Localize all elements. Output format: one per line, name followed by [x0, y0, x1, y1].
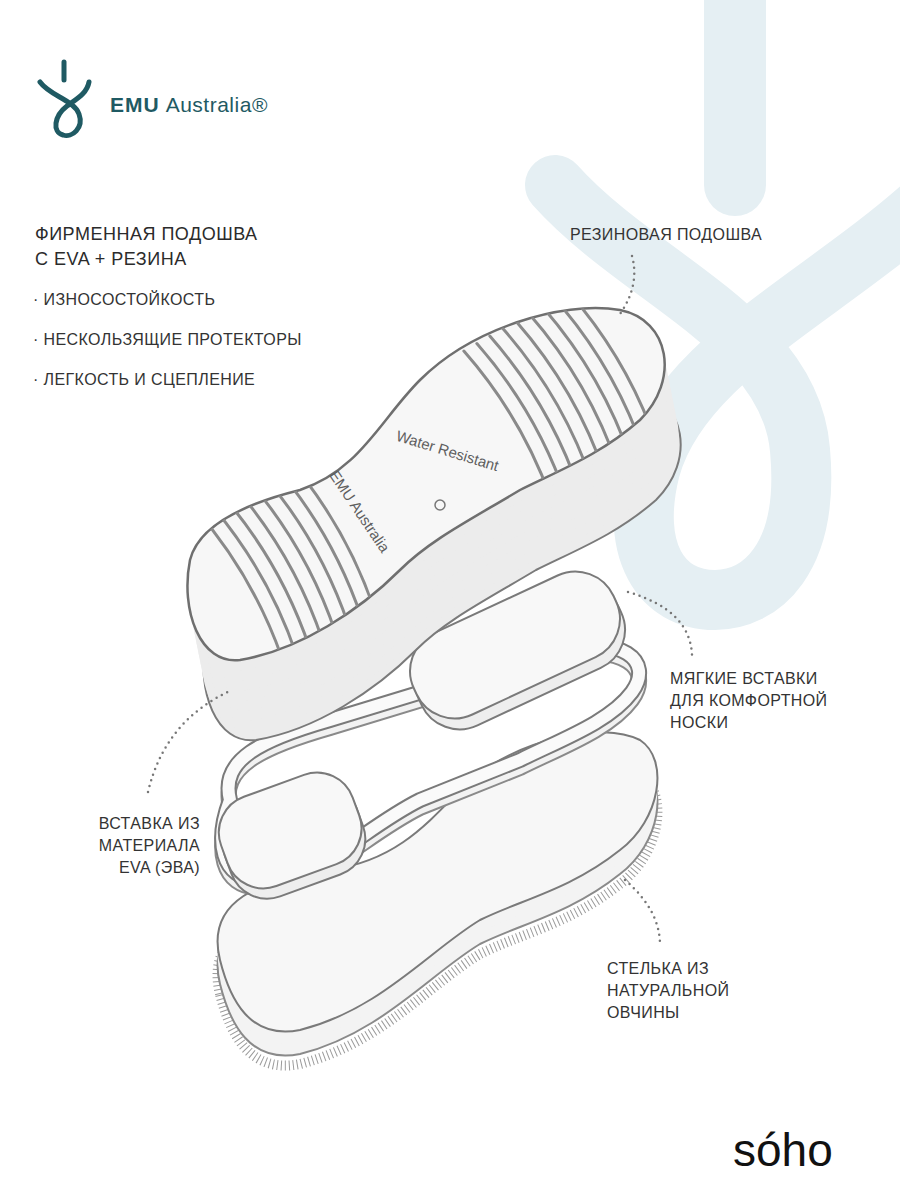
- brand-name: Australia®: [166, 90, 268, 119]
- feature-bullet: · НЕСКОЛЬЗЯЩИЕ ПРОТЕКТОРЫ: [33, 329, 302, 351]
- part-label: РЕЗИНОВАЯ ПОДОШВА: [570, 224, 762, 246]
- eva-pad: [208, 762, 376, 909]
- brand-name: EMU: [110, 90, 160, 119]
- brand-icon: [40, 62, 89, 136]
- feature-heading: ФИРМЕННАЯ ПОДОШВА С EVA + РЕЗИНА: [35, 222, 259, 272]
- part-label: СТЕЛЬКА ИЗ НАТУРАЛЬНОЙ ОВЧИНЫ: [607, 958, 711, 1024]
- feature-bullet: · ИЗНОСОСТОЙКОСТЬ: [33, 289, 215, 311]
- part-label: ВСТАВКА ИЗ МАТЕРИАЛА EVA (ЭВА): [98, 813, 200, 879]
- store-logo: sóho: [733, 1127, 833, 1173]
- part-label: МЯГКИЕ ВСТАВКИ ДЛЯ КОМФОРТНОЙ НОСКИ: [670, 668, 828, 734]
- leader-line: [148, 256, 692, 945]
- feature-bullet: · ЛЕГКОСТЬ И СЦЕПЛЕНИЕ: [33, 369, 255, 391]
- rubber-outsole: [187, 287, 680, 741]
